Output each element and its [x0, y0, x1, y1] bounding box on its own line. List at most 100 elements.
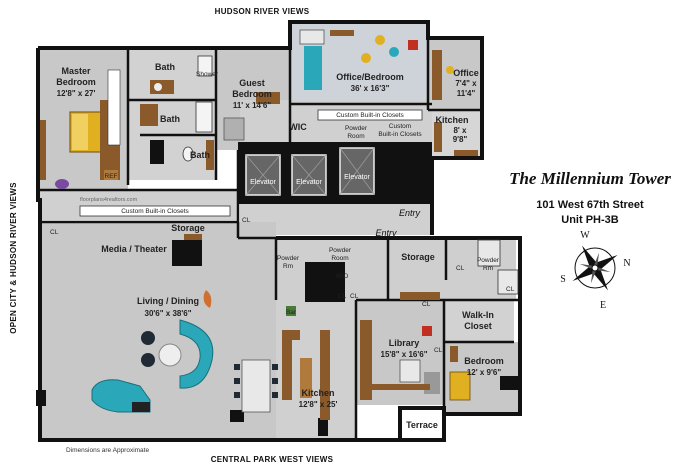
kitchen-top-counter2 [454, 150, 478, 156]
cl-8: CL [434, 347, 443, 354]
master-chair [55, 179, 69, 189]
kitchen-counter-right [320, 330, 330, 420]
compass-needle-4 [595, 255, 618, 270]
mid-core [305, 262, 345, 302]
bath1-sink [154, 83, 162, 91]
powder-right-room2 [497, 269, 519, 295]
kitchen-main-label: Kitchen [301, 388, 334, 398]
wall-north [38, 20, 484, 235]
closet-bar-left [79, 205, 231, 217]
master-label: Master [61, 66, 91, 76]
bath2-label: Bath [160, 114, 180, 124]
living-furniture [91, 234, 278, 413]
compass-e: E [600, 300, 606, 311]
column-4 [230, 410, 244, 422]
office-chair-2 [389, 47, 399, 57]
powder-top-label-2: Room [347, 133, 364, 140]
library-red-chair [422, 326, 432, 336]
armchair-1 [141, 331, 155, 345]
compass-needle-2 [593, 268, 608, 291]
core-small [172, 240, 202, 266]
guest-dims: 11' x 14'6" [233, 101, 272, 110]
column-2 [36, 390, 46, 406]
powder-right-room [477, 239, 501, 267]
storage-shelf [400, 292, 440, 300]
shower-label: Shower [196, 71, 219, 78]
closet-bar-label: Custom Built-in Closets [336, 112, 404, 119]
entry-1-label: Entry [399, 208, 421, 218]
walkin-label-2: Closet [464, 321, 492, 331]
powder-rm-label: Powder [277, 255, 300, 262]
elevator-2-label: Elevator [296, 179, 322, 186]
kitchen-counter-l [282, 330, 300, 400]
piano-keys [132, 402, 150, 412]
bedroom-dims: 12' x 9'6" [467, 368, 501, 377]
compass-ring [574, 247, 616, 289]
office-bedroom-furniture [299, 29, 418, 90]
storage-1-label: Storage [171, 223, 205, 233]
compass-needle-1 [582, 245, 597, 268]
view-left: OPEN CITY & HUDSON RIVER VIEWS [9, 182, 18, 334]
powder-right-label: Powder [477, 257, 500, 264]
kitchen-top-label: Kitchen [435, 115, 468, 125]
powder-right-label-2: Rm [483, 265, 493, 272]
bedroom-label: Bedroom [464, 356, 504, 366]
elevators: Elevator Elevator Elevator [245, 147, 375, 196]
closet-bar-top [317, 109, 423, 121]
closet-labels: CL CL CL CL CL CL CL CL [50, 217, 515, 354]
cl-6: CL [456, 265, 465, 272]
elevator-1-label: Elevator [250, 179, 276, 186]
accent-chair [203, 290, 212, 308]
wic-label: WIC [289, 122, 307, 132]
office-chair-1 [375, 35, 385, 45]
compass-s: S [560, 274, 566, 285]
bedroom-bed [449, 371, 471, 401]
closet-bars [79, 69, 423, 217]
guest-label: Guest [239, 78, 265, 88]
cl-5: CL [422, 301, 431, 308]
bath3-vanity [206, 140, 214, 170]
wall-terrace [398, 406, 446, 442]
view-top: HUDSON RIVER VIEWS [215, 7, 310, 16]
terrace-label: Terrace [406, 420, 438, 430]
living-label: Living / Dining [137, 296, 199, 306]
kitchen-main-furniture: Bar [282, 306, 330, 420]
dining-chairs [234, 364, 278, 398]
custom-top-label: Custom [389, 123, 411, 130]
dining-table [241, 359, 271, 413]
armchair-2 [141, 353, 155, 367]
compass-w: W [580, 230, 590, 241]
office-sofa [304, 46, 322, 90]
living-dims: 30'6" x 38'6" [145, 309, 192, 318]
building-unit: Unit PH-3B [561, 214, 619, 226]
bath1-tub [197, 55, 213, 77]
bath3-label: Bath [190, 150, 210, 160]
living-floor [40, 222, 276, 440]
office-small-desk [432, 50, 442, 100]
cl-1: CL [50, 229, 59, 236]
office-desk [299, 29, 325, 45]
bedroom-furniture [449, 346, 471, 401]
view-bottom: CENTRAL PARK WEST VIEWS [211, 455, 334, 464]
office-dims-2: 11'4" [457, 89, 476, 98]
bath-fixtures [140, 55, 214, 170]
wd-label: W/D [336, 273, 349, 280]
powder-mid-label: Powder [329, 247, 352, 254]
powder-rm-label-2: Rm [283, 263, 293, 270]
interior-walls [38, 38, 520, 440]
building-name: The Millennium Tower [509, 169, 671, 188]
guest-label-2: Bedroom [232, 89, 272, 99]
guest-bedroom-furniture [223, 92, 280, 141]
compass-rose: W N S E [560, 230, 630, 311]
kitchen-island [300, 358, 312, 398]
library-shelf-left [360, 320, 372, 400]
kitchen-top-dims: 8' x [453, 126, 467, 135]
coffee-table [158, 343, 182, 367]
compass-needle-3 [572, 266, 595, 281]
closet-vertical [107, 69, 121, 146]
bath2-vanity [140, 104, 158, 126]
powder-right-fixtures [400, 239, 519, 300]
office-red-chair [408, 40, 418, 50]
kitchen-top-furniture [434, 122, 478, 156]
